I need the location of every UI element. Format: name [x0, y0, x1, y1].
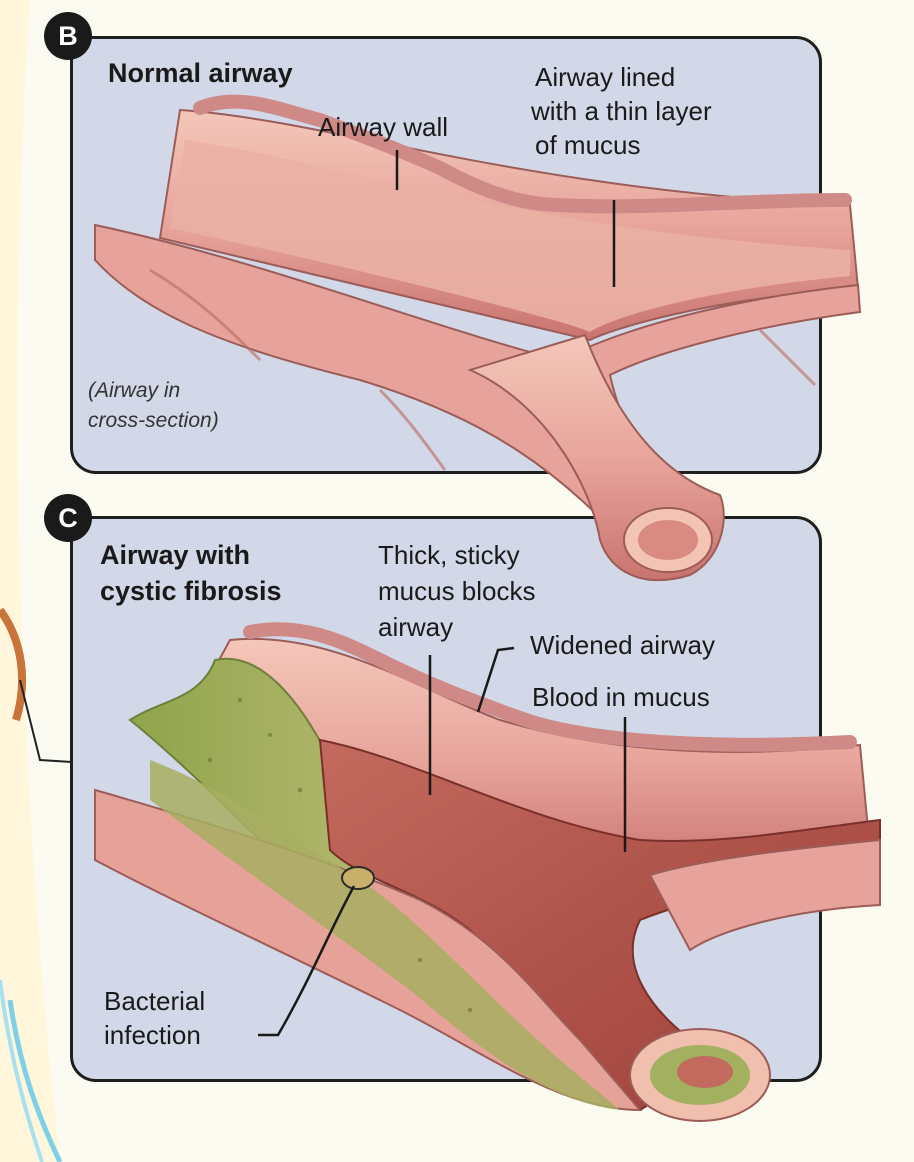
normal-airway-drawing: [95, 102, 860, 580]
panel-c-title-line2: cystic fibrosis: [100, 576, 282, 607]
label-cross-section-line1: (Airway in: [88, 378, 180, 404]
label-cross-section-line2: cross-section): [88, 408, 219, 434]
label-thick-mucus-line2: mucus blocks: [378, 576, 536, 607]
label-thick-mucus-line3: airway: [378, 612, 453, 643]
cf-airway-drawing: [95, 629, 880, 1121]
label-bacterial-infection-line2: infection: [104, 1020, 201, 1051]
label-widened-airway: Widened airway: [530, 630, 715, 661]
panel-b-title: Normal airway: [108, 58, 293, 89]
panel-c-title-line1: Airway with: [100, 540, 250, 571]
label-mucus-lining-line1: Airway lined: [535, 62, 675, 93]
label-airway-wall: Airway wall: [318, 112, 448, 143]
panel-c-badge: C: [44, 494, 92, 542]
label-blood-in-mucus: Blood in mucus: [532, 682, 710, 713]
label-mucus-lining-line3: of mucus: [535, 130, 641, 161]
panel-b-badge: B: [44, 12, 92, 60]
label-mucus-lining-line2: with a thin layer: [531, 96, 712, 127]
label-thick-mucus-line1: Thick, sticky: [378, 540, 520, 571]
bacterial-infection-spot: [342, 867, 374, 889]
label-bacterial-infection-line1: Bacterial: [104, 986, 205, 1017]
